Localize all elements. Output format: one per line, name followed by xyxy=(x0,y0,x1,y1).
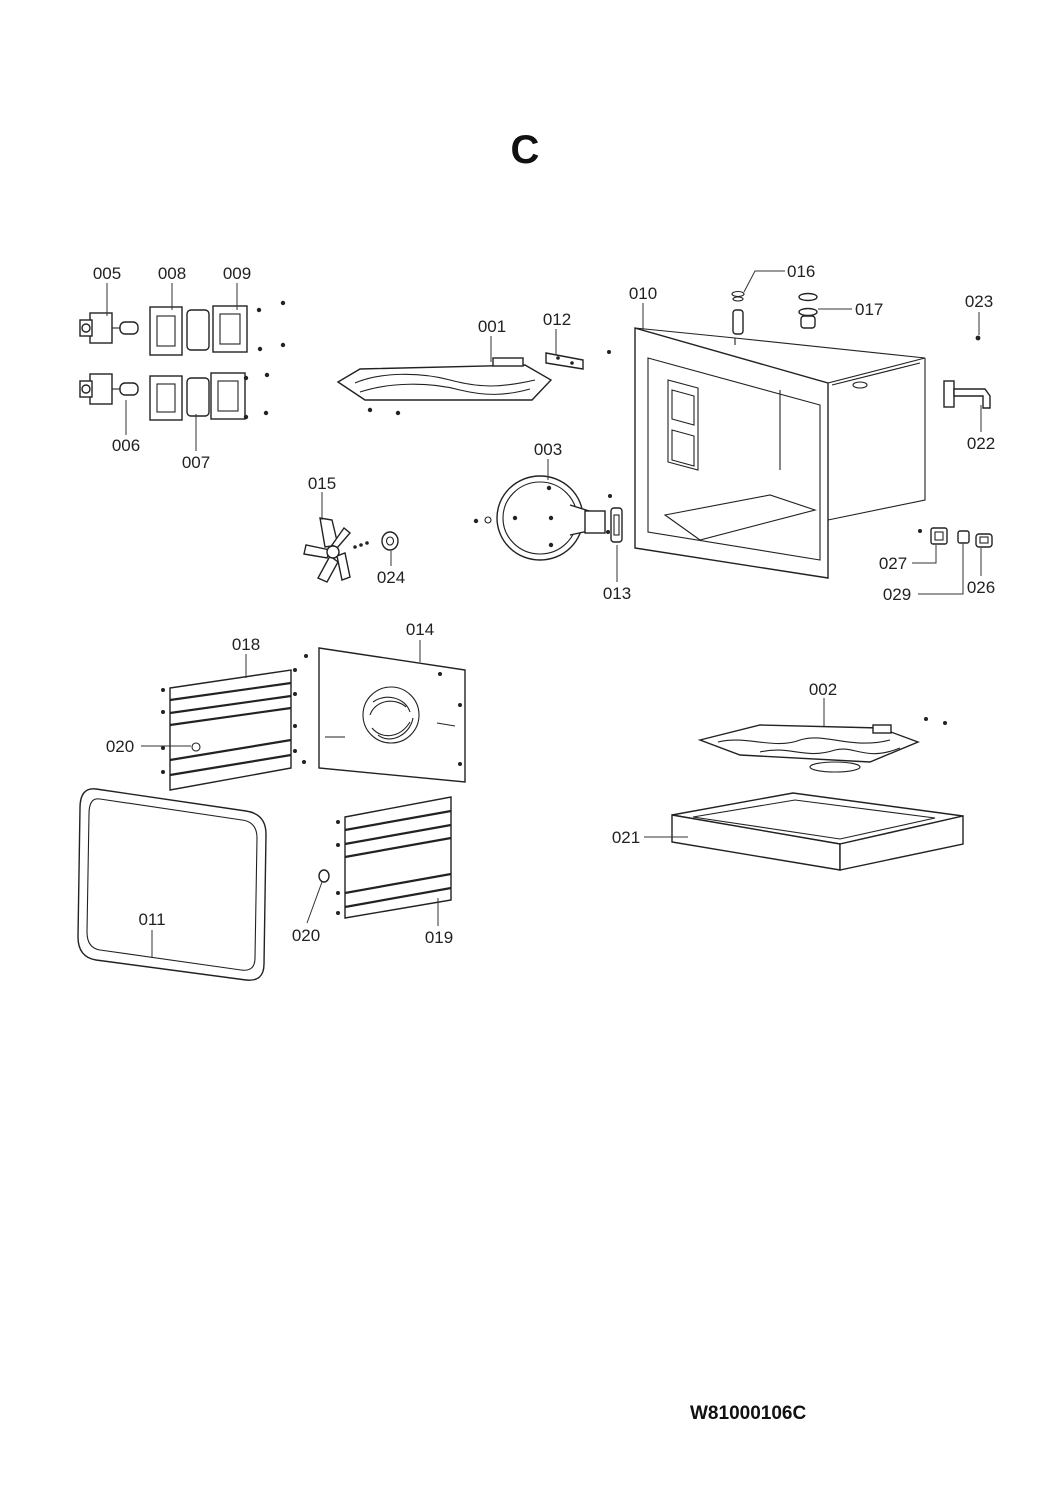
part-fan-blade-015 xyxy=(303,517,369,583)
leader-lines xyxy=(106,270,982,958)
callout-008: 008 xyxy=(158,264,186,283)
part-fitting-016 xyxy=(731,290,745,335)
part-lamp-cover-009 xyxy=(210,305,248,420)
part-drip-tray-021 xyxy=(671,792,964,871)
section-letter: C xyxy=(510,128,540,172)
part-screw-023 xyxy=(975,335,981,341)
part-component-029 xyxy=(957,530,970,544)
callout-014: 014 xyxy=(406,620,434,639)
callout-029: 029 xyxy=(883,585,911,604)
callout-003: 003 xyxy=(534,440,562,459)
part-side-rack-018 xyxy=(161,668,297,791)
callout-015: 015 xyxy=(308,474,336,493)
part-bracket-012 xyxy=(545,352,584,370)
part-lamp-holder-006 xyxy=(79,373,139,405)
callout-020-lower: 020 xyxy=(292,926,320,945)
callout-007: 007 xyxy=(182,453,210,472)
callout-017: 017 xyxy=(855,300,883,319)
callout-002: 002 xyxy=(809,680,837,699)
part-heating-element-002 xyxy=(697,717,947,773)
callout-024: 024 xyxy=(377,568,405,587)
part-fitting-017 xyxy=(798,292,818,329)
part-nut-020-lower xyxy=(318,869,330,883)
callout-026: 026 xyxy=(967,578,995,597)
lamp-screws xyxy=(243,300,286,420)
callout-020-upper: 020 xyxy=(106,737,134,756)
part-oven-cavity-010 xyxy=(606,327,926,579)
callout-010: 010 xyxy=(629,284,657,303)
document-number: W81000106C xyxy=(690,1403,807,1424)
part-rear-panel-014 xyxy=(302,647,466,783)
callout-011: 011 xyxy=(138,910,165,929)
part-circular-element-003 xyxy=(473,475,606,561)
part-component-026 xyxy=(975,533,993,548)
part-component-027 xyxy=(918,527,948,545)
callout-021: 021 xyxy=(612,828,640,847)
part-gasket-013 xyxy=(610,507,623,543)
callout-009: 009 xyxy=(223,264,251,283)
part-lamp-frame-008 xyxy=(149,306,183,421)
callout-022: 022 xyxy=(967,434,995,453)
callout-012: 012 xyxy=(543,310,571,329)
callout-027: 027 xyxy=(879,554,907,573)
callout-018: 018 xyxy=(232,635,260,654)
part-nut-024 xyxy=(381,531,399,551)
callout-005: 005 xyxy=(93,264,121,283)
part-heating-element-001 xyxy=(336,357,553,416)
callout-013: 013 xyxy=(603,584,631,603)
callout-023: 023 xyxy=(965,292,993,311)
part-drain-pipe-022 xyxy=(943,380,991,409)
callout-016: 016 xyxy=(787,262,815,281)
part-side-rack-019 xyxy=(336,796,452,919)
part-lamp-holder-005 xyxy=(79,312,139,344)
part-door-seal-011 xyxy=(77,788,267,981)
part-lamp-glass-007 xyxy=(186,309,210,417)
callout-019: 019 xyxy=(425,928,453,947)
callout-001: 001 xyxy=(478,317,506,336)
callout-labels: 005 008 009 006 007 001 012 010 016 017 … xyxy=(93,262,995,947)
callout-006: 006 xyxy=(112,436,140,455)
